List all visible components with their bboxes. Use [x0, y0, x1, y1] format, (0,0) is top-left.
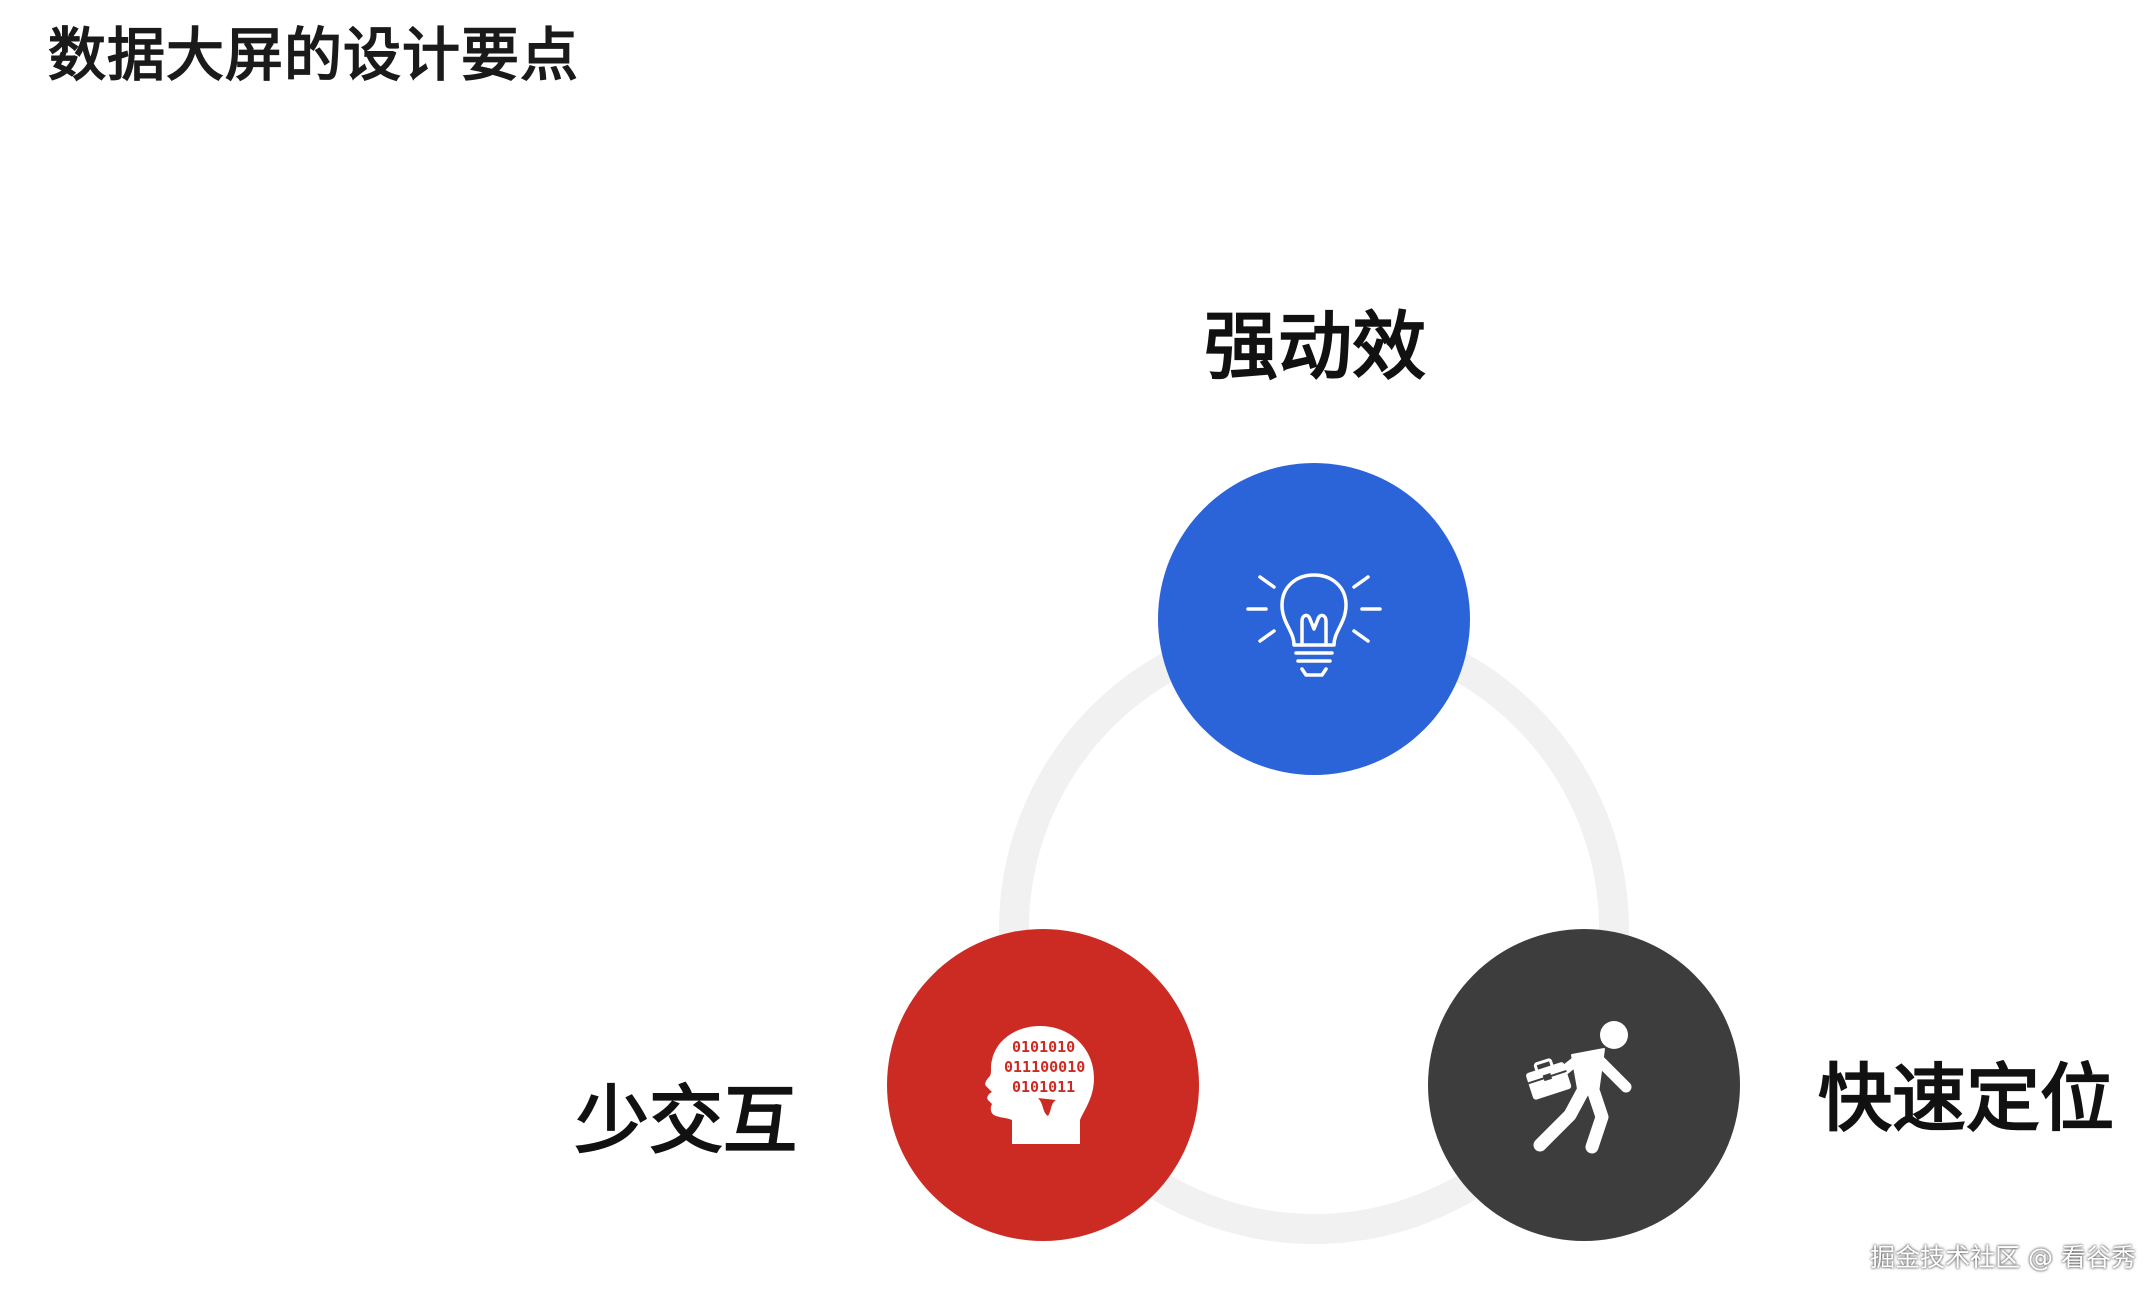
binary-text-line: 0101010 — [1012, 1038, 1075, 1056]
node-strong-animation — [1158, 463, 1470, 775]
label-quick-locate: 快速定位 — [1818, 1056, 2114, 1142]
watermark: 掘金技术社区 @ 看谷秀 — [1870, 1243, 2136, 1272]
label-less-interaction: 少交互 — [575, 1078, 797, 1164]
page-title: 数据大屏的设计要点 — [48, 21, 580, 89]
binary-text-line: 011100010 — [1004, 1058, 1085, 1076]
node-less-interaction: 0101010 011100010 0101011 — [887, 929, 1199, 1241]
label-strong-animation: 强动效 — [1204, 304, 1426, 390]
running-businessman-icon — [1526, 1021, 1632, 1154]
lightbulb-icon — [1246, 573, 1382, 677]
binary-text-line: 0101011 — [1012, 1078, 1075, 1096]
brain-head-icon: 0101010 011100010 0101011 — [985, 1026, 1094, 1144]
node-quick-locate — [1428, 929, 1740, 1241]
